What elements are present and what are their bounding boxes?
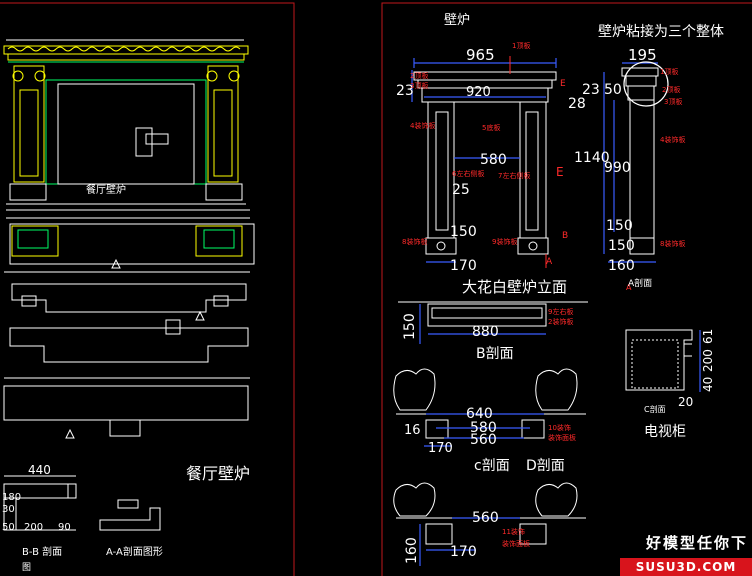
svg-text:965: 965	[466, 46, 495, 64]
watermark-slogan: 好模型任你下	[645, 534, 748, 552]
svg-text:10装饰: 10装饰	[548, 423, 571, 432]
svg-text:30: 30	[2, 504, 15, 515]
svg-text:560: 560	[472, 510, 499, 526]
svg-text:装饰面板: 装饰面板	[548, 433, 576, 442]
svg-text:640: 640	[466, 406, 493, 422]
svg-text:4装饰板: 4装饰板	[660, 135, 685, 144]
svg-text:A: A	[546, 257, 553, 267]
svg-text:2顶板: 2顶板	[662, 85, 680, 94]
svg-text:1顶板: 1顶板	[660, 67, 678, 76]
svg-text:9左右板: 9左右板	[548, 307, 573, 316]
svg-text:3顶板: 3顶板	[664, 97, 682, 106]
svg-text:50: 50	[604, 82, 622, 98]
svg-text:170: 170	[450, 258, 477, 274]
side-section-a	[603, 61, 669, 263]
svg-text:E: E	[560, 79, 566, 89]
svg-text:90: 90	[58, 522, 71, 533]
svg-text:5底板: 5底板	[482, 123, 500, 132]
side-caption: A剖面	[628, 277, 652, 289]
aa-caption: A-A剖面图形	[106, 545, 163, 558]
tv-cabinet-title: 电视柜	[644, 424, 686, 440]
svg-text:A: A	[626, 283, 632, 292]
section-cd-view	[393, 368, 586, 447]
svg-text:170: 170	[450, 544, 477, 560]
tv-caption: C剖面	[644, 404, 666, 414]
svg-text:图: 图	[22, 562, 31, 573]
section-c-title: c剖面	[474, 458, 510, 474]
section-b-view	[398, 301, 588, 344]
svg-text:11装饰: 11装饰	[502, 527, 525, 536]
svg-text:990: 990	[604, 160, 631, 176]
svg-text:160: 160	[404, 537, 420, 564]
svg-text:50: 50	[2, 522, 15, 533]
svg-text:1顶板: 1顶板	[512, 41, 530, 50]
svg-text:9装饰板: 9装饰板	[492, 237, 517, 246]
svg-text:25: 25	[452, 182, 470, 198]
dining-fireplace-elevation	[3, 39, 249, 205]
svg-text:B: B	[562, 231, 568, 241]
right-sheet-frame	[381, 2, 752, 576]
svg-text:200: 200	[701, 349, 715, 372]
svg-text:16: 16	[404, 423, 421, 438]
svg-text:4装饰板: 4装饰板	[410, 121, 435, 130]
svg-text:装饰面板: 装饰面板	[502, 539, 530, 548]
svg-text:8装饰板: 8装饰板	[402, 237, 427, 246]
bb-caption: B-B 剖面	[22, 545, 62, 558]
fireplace-front-elevation	[411, 56, 557, 268]
svg-text:150: 150	[402, 313, 418, 340]
watermark-domain: SUSU3D.COM	[620, 558, 752, 576]
svg-text:170: 170	[428, 441, 453, 456]
left-sheet-title: 餐厅壁炉	[186, 464, 250, 483]
section-d-title: D剖面	[526, 458, 565, 474]
left-sheet-frame	[0, 2, 295, 576]
svg-text:8装饰板: 8装饰板	[660, 239, 685, 248]
svg-text:195: 195	[628, 46, 657, 64]
svg-text:150: 150	[608, 238, 635, 254]
right-sheet-header: 壁炉	[444, 13, 470, 28]
svg-text:920: 920	[466, 85, 491, 100]
svg-text:23: 23	[396, 83, 414, 99]
svg-text:28: 28	[568, 96, 586, 112]
svg-text:6左右侧板: 6左右侧板	[452, 169, 484, 178]
svg-text:580: 580	[470, 420, 497, 436]
svg-text:E: E	[556, 165, 564, 179]
svg-text:580: 580	[480, 152, 507, 168]
elevation-caption: 餐厅壁炉	[86, 183, 126, 196]
section-b-title: B剖面	[476, 346, 514, 362]
svg-text:150: 150	[606, 218, 633, 234]
svg-text:1140: 1140	[574, 150, 610, 166]
tv-cabinet-section	[625, 329, 701, 392]
svg-text:61: 61	[701, 329, 715, 344]
bb-section-detail	[3, 475, 161, 531]
svg-text:2装饰板: 2装饰板	[548, 317, 573, 326]
svg-text:2顶板: 2顶板	[410, 71, 428, 80]
svg-text:560: 560	[470, 432, 497, 448]
svg-text:7左右侧板: 7左右侧板	[498, 171, 530, 180]
svg-text:150: 150	[450, 224, 477, 240]
svg-text:3顶板: 3顶板	[410, 81, 428, 90]
svg-text:20: 20	[678, 395, 693, 409]
site-watermark: 好模型任你下 SUSU3D.COM	[616, 532, 752, 576]
left-section-views	[3, 209, 255, 439]
svg-text:880: 880	[472, 324, 499, 340]
svg-text:440: 440	[28, 463, 51, 477]
svg-text:40: 40	[701, 377, 715, 392]
svg-text:200: 200	[24, 522, 43, 533]
bottom-section-view	[393, 482, 586, 566]
note-text: 壁炉粘接为三个整体	[598, 23, 724, 40]
svg-text:160: 160	[608, 258, 635, 274]
svg-text:180: 180	[2, 492, 21, 503]
front-elevation-title: 大花白壁炉立面	[462, 278, 567, 296]
svg-text:23: 23	[582, 82, 600, 98]
